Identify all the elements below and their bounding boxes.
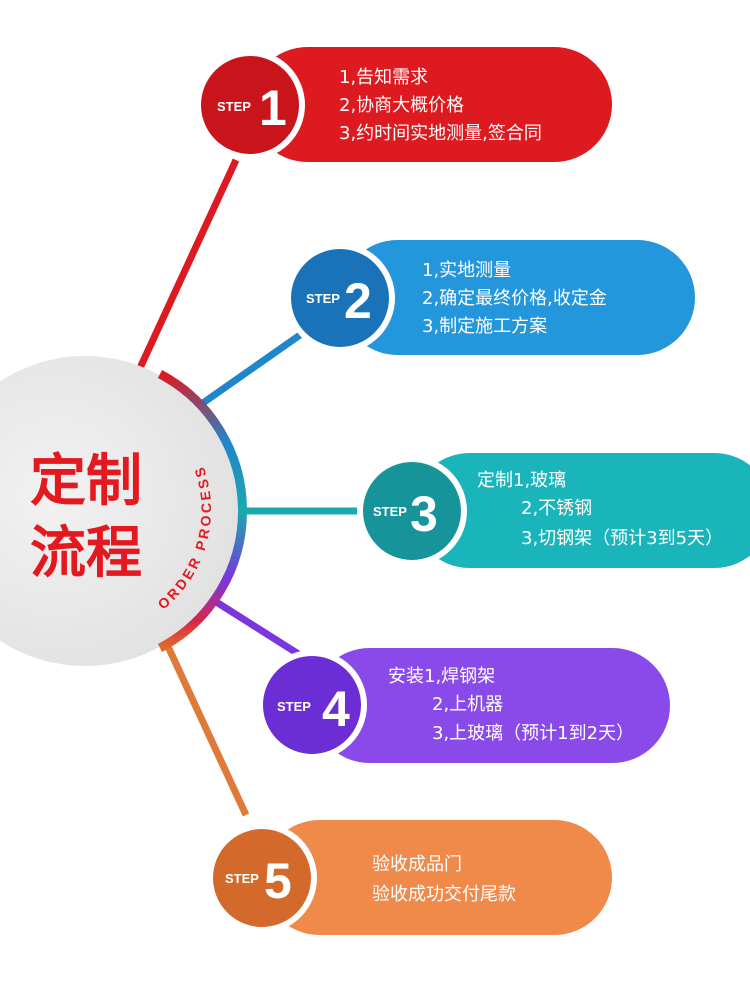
- step-4: STEP 4 安装1,焊钢架 2,上机器 3,上玻璃（预计1到2天）: [257, 648, 670, 763]
- step-5: STEP 5 验收成品门 验收成功交付尾款: [207, 820, 612, 935]
- step-1-line-1: 1,告知需求: [339, 67, 428, 88]
- step-3-label: STEP: [373, 504, 407, 519]
- step-4-label: STEP: [277, 699, 311, 714]
- step-5-badge: [207, 823, 317, 933]
- connector-step2: [197, 332, 303, 408]
- step-1-line-3: 3,约时间实地测量,签合同: [339, 123, 542, 144]
- step-4-line-2: 2,上机器: [432, 694, 503, 715]
- step-2: STEP 2 1,实地测量 2,确定最终价格,收定金 3,制定施工方案: [285, 240, 695, 355]
- step-4-line-3: 3,上玻璃（预计1到2天）: [432, 723, 634, 744]
- step-5-pill: [262, 820, 612, 935]
- center-circle: 定制 流程 ORDER PROCESS: [0, 356, 247, 666]
- step-3-pill: [412, 453, 750, 568]
- center-title-line2: 流程: [30, 521, 142, 586]
- step-2-label: STEP: [306, 291, 340, 306]
- step-3-line-3: 3,切钢架（预计3到5天）: [521, 528, 723, 549]
- step-1-number: 1: [259, 80, 287, 136]
- step-3-line-2: 2,不锈钢: [521, 498, 592, 519]
- gradient-ring-arc: [157, 370, 247, 652]
- step-1: STEP 1 1,告知需求 2,协商大概价格 3,约时间实地测量,签合同: [195, 47, 612, 162]
- step-4-number: 4: [322, 681, 350, 737]
- step-1-pill: [250, 47, 612, 162]
- step-2-number: 2: [344, 273, 372, 329]
- step-1-badge: [195, 50, 305, 160]
- step-1-label: STEP: [217, 99, 251, 114]
- step-5-line-2: 验收成功交付尾款: [372, 884, 516, 905]
- connector-step1: [136, 158, 240, 370]
- step-3-number: 3: [410, 486, 438, 542]
- step-1-line-2: 2,协商大概价格: [339, 95, 464, 116]
- step-4-line-1: 安装1,焊钢架: [388, 666, 495, 687]
- step-5-label: STEP: [225, 871, 259, 886]
- step-5-line-1: 验收成品门: [372, 854, 462, 875]
- step-3-badge: [357, 456, 467, 566]
- step-4-pill: [312, 648, 670, 763]
- step-3-line-1: 定制1,玻璃: [477, 470, 566, 491]
- step-3: STEP 3 定制1,玻璃 2,不锈钢 3,切钢架（预计3到5天）: [357, 453, 750, 568]
- step-2-badge: [285, 243, 395, 353]
- connector-step4: [208, 595, 302, 658]
- step-2-line-2: 2,确定最终价格,收定金: [422, 288, 607, 309]
- step-2-line-3: 3,制定施工方案: [422, 316, 547, 337]
- step-2-line-1: 1,实地测量: [422, 260, 511, 281]
- step-2-pill: [340, 240, 695, 355]
- step-5-number: 5: [264, 853, 292, 909]
- step-4-badge: [257, 650, 367, 760]
- center-title-line1: 定制: [30, 449, 142, 514]
- connector-step5: [161, 638, 250, 817]
